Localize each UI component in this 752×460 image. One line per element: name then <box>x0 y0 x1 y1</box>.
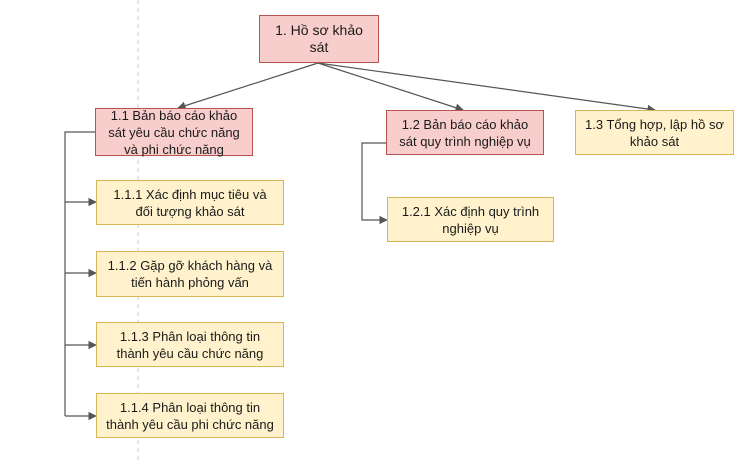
node-1-1-label: 1.1 Bản báo cáo khảo sát yêu cầu chức nă… <box>108 107 240 157</box>
node-1-2-1[interactable]: 1.2.1 Xác định quy trình nghiệp vụ <box>387 197 554 242</box>
edge-1-2-to-1-2-1 <box>361 142 388 225</box>
node-1-1-2-label: 1.1.2 Gặp gỡ khách hàng và tiến hành phỏ… <box>107 258 273 290</box>
node-1-1-4-label: 1.1.4 Phân loại thông tin thành yêu cầu … <box>106 399 274 432</box>
node-1-2-label: 1.2 Bản báo cáo khảo sát quy trình nghiệ… <box>399 116 531 149</box>
node-root-label: 1. Hồ sơ khảo sát <box>275 22 363 55</box>
edge-root-1-1 <box>177 62 319 110</box>
edge-root-1-3 <box>317 62 656 114</box>
edge-root-1-2 <box>317 62 464 112</box>
node-1-1-1-label: 1.1.1 Xác định mục tiêu và đối tượng khả… <box>113 186 267 219</box>
node-1-1-2[interactable]: 1.1.2 Gặp gỡ khách hàng và tiến hành phỏ… <box>96 251 284 297</box>
node-1-1[interactable]: 1.1 Bản báo cáo khảo sát yêu cầu chức nă… <box>95 107 253 157</box>
edge-1-1-spine <box>64 131 95 416</box>
node-1-2-1-label: 1.2.1 Xác định quy trình nghiệp vụ <box>401 203 540 236</box>
node-1-3-label: 1.3 Tổng hợp, lập hồ sơ khảo sát <box>585 116 724 149</box>
node-1-2[interactable]: 1.2 Bản báo cáo khảo sát quy trình nghiệ… <box>386 110 544 155</box>
node-1-1-3[interactable]: 1.1.3 Phân loại thông tin thành yêu cầu … <box>96 322 284 367</box>
node-root[interactable]: 1. Hồ sơ khảo sát <box>259 15 379 63</box>
node-1-1-4[interactable]: 1.1.4 Phân loại thông tin thành yêu cầu … <box>96 393 284 438</box>
node-1-3[interactable]: 1.3 Tổng hợp, lập hồ sơ khảo sát <box>575 110 734 155</box>
node-1-1-3-label: 1.1.3 Phân loại thông tin thành yêu cầu … <box>116 328 264 361</box>
node-1-1-1[interactable]: 1.1.1 Xác định mục tiêu và đối tượng khả… <box>96 180 284 225</box>
